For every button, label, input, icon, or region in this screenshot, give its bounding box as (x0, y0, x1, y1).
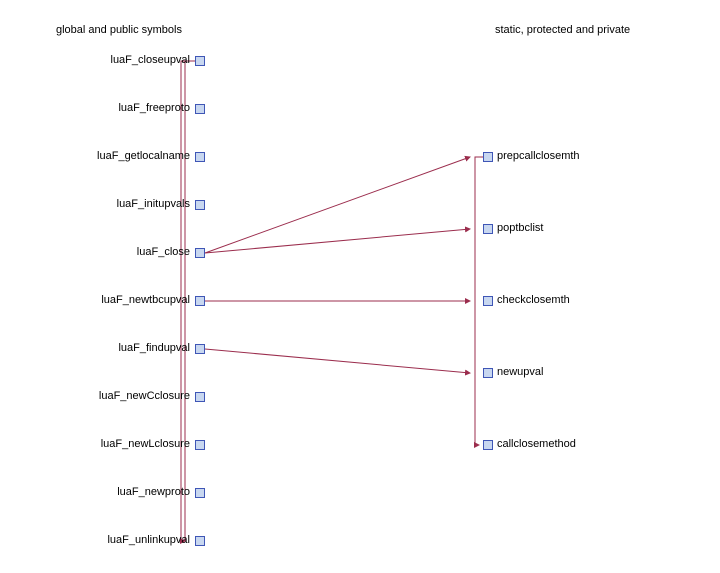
node-box-luaF_newLclosure[interactable] (195, 440, 205, 450)
node-label-newupval[interactable]: newupval (497, 366, 544, 378)
edge-luaF_findupval-to-newupval (204, 348, 471, 376)
node-label-luaF_getlocalname[interactable]: luaF_getlocalname (97, 150, 190, 162)
node-label-prepcallclosemth[interactable]: prepcallclosemth (497, 150, 580, 162)
node-box-luaF_findupval[interactable] (195, 344, 205, 354)
node-box-checkclosemth[interactable] (483, 296, 493, 306)
right-column-header: static, protected and private (495, 24, 631, 36)
node-label-luaF_newtbcupval[interactable]: luaF_newtbcupval (101, 294, 190, 306)
node-label-luaF_newCclosure[interactable]: luaF_newCclosure (98, 390, 190, 402)
node-box-luaF_initupvals[interactable] (195, 200, 205, 210)
node-box-luaF_newproto[interactable] (195, 488, 205, 498)
edge-prepcallclosemth-to-callclosemethod (474, 156, 483, 448)
left-column-header: global and public symbols (56, 24, 182, 36)
node-label-luaF_initupvals[interactable]: luaF_initupvals (116, 198, 190, 210)
node-box-luaF_newCclosure[interactable] (195, 392, 205, 402)
edge-luaF_close-to-poptbclist (204, 226, 471, 254)
node-box-luaF_freeproto[interactable] (195, 104, 205, 114)
node-label-luaF_unlinkupval[interactable]: luaF_unlinkupval (107, 534, 190, 546)
node-box-luaF_unlinkupval[interactable] (195, 536, 205, 546)
node-box-luaF_newtbcupval[interactable] (195, 296, 205, 306)
edge-luaF_close-to-prepcallclosemth (204, 155, 471, 254)
node-box-callclosemethod[interactable] (483, 440, 493, 450)
node-box-prepcallclosemth[interactable] (483, 152, 493, 162)
node-label-callclosemethod[interactable]: callclosemethod (497, 438, 576, 450)
node-label-luaF_newproto[interactable]: luaF_newproto (117, 486, 190, 498)
node-box-newupval[interactable] (483, 368, 493, 378)
node-box-luaF_getlocalname[interactable] (195, 152, 205, 162)
node-label-luaF_close[interactable]: luaF_close (136, 246, 190, 258)
node-box-poptbclist[interactable] (483, 224, 493, 234)
node-label-luaF_newLclosure[interactable]: luaF_newLclosure (100, 438, 190, 450)
node-label-luaF_findupval[interactable]: luaF_findupval (118, 342, 190, 354)
edge-luaF_closeupval-to-luaF_unlinkupval (180, 60, 195, 544)
node-box-luaF_close[interactable] (195, 248, 205, 258)
node-label-luaF_freeproto[interactable]: luaF_freeproto (118, 102, 190, 114)
node-label-checkclosemth[interactable]: checkclosemth (497, 294, 570, 306)
node-label-luaF_closeupval[interactable]: luaF_closeupval (110, 54, 191, 66)
node-box-luaF_closeupval[interactable] (195, 56, 205, 66)
node-label-poptbclist[interactable]: poptbclist (497, 222, 544, 234)
